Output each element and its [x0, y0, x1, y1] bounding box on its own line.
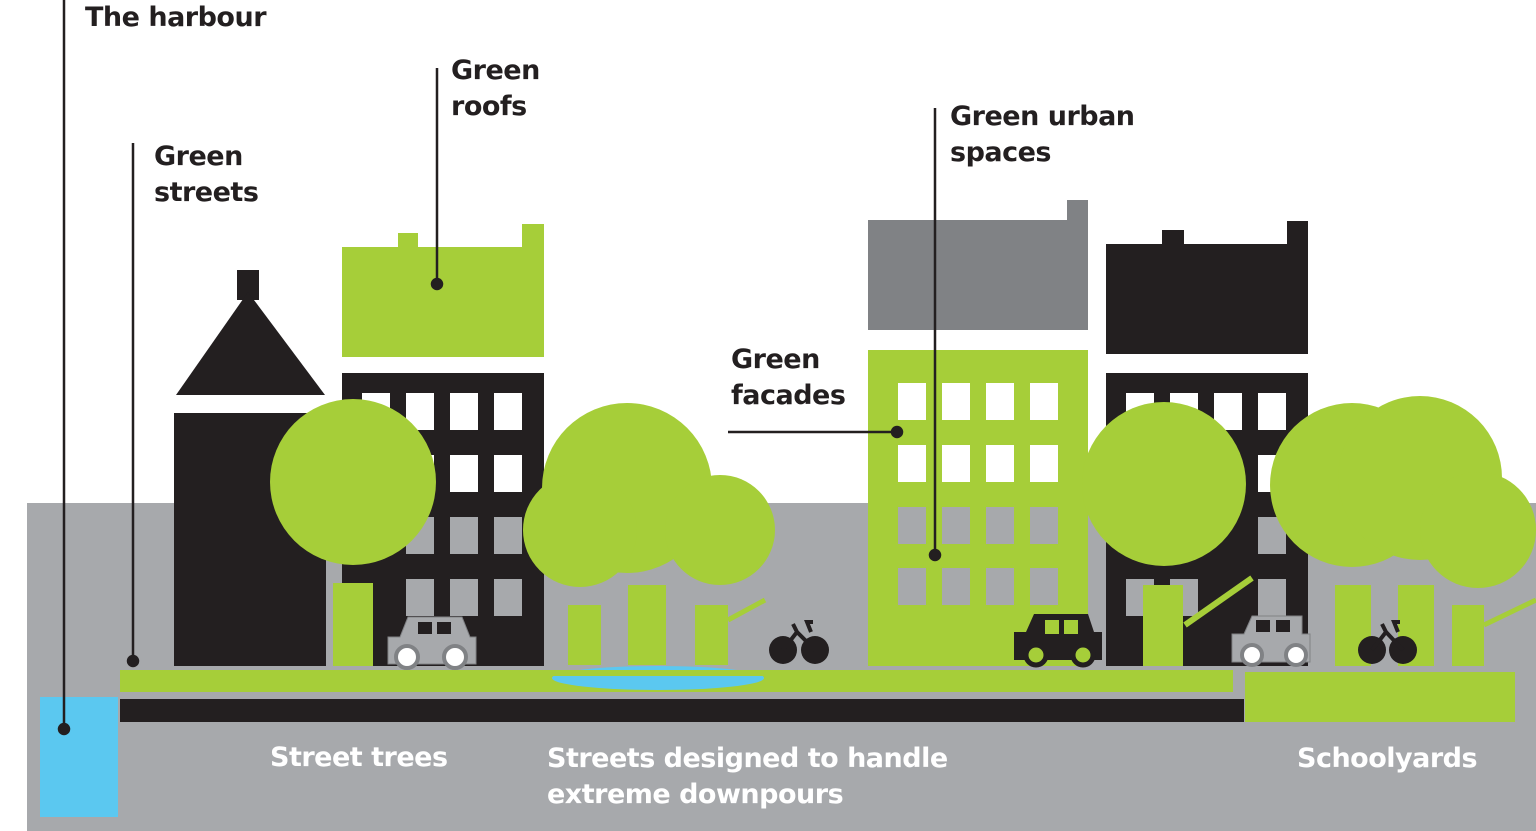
- bicycle-icon: [1358, 620, 1417, 664]
- schoolyard-area: [1245, 672, 1515, 722]
- label-line: Green: [731, 344, 820, 375]
- label-the-harbour: The harbour: [85, 2, 267, 33]
- water-pool-icon: [552, 666, 764, 690]
- label-street-trees: Street trees: [270, 742, 448, 773]
- label-line: Streets designed to handle: [547, 743, 948, 774]
- label-line: extreme downpours: [547, 779, 844, 810]
- callout-lines: [57, 0, 942, 736]
- tree-icon: [1082, 402, 1254, 666]
- car-icon: [387, 616, 477, 670]
- label-line: spaces: [950, 137, 1052, 168]
- label-schoolyards: Schoolyards: [1297, 743, 1478, 774]
- label-green-urban-spaces: Green urban spaces: [950, 99, 1135, 171]
- bicycle-icon: [769, 620, 829, 664]
- green-facade-building: [868, 200, 1088, 666]
- label-line: Green: [451, 55, 540, 86]
- label-green-streets: Green streets: [154, 139, 259, 211]
- road-strip: [120, 699, 1244, 722]
- tree-icon: [523, 403, 775, 665]
- label-green-facades: Green facades: [731, 342, 846, 414]
- tree-icon: [270, 399, 436, 666]
- label-line: roofs: [451, 91, 527, 122]
- label-green-roofs: Green roofs: [451, 53, 540, 125]
- label-line: facades: [731, 380, 846, 411]
- green-street-strip-cover: [120, 670, 1233, 676]
- label-line: streets: [154, 177, 259, 208]
- harbour-water: [40, 697, 118, 817]
- car-icon: [1231, 615, 1311, 667]
- label-streets-downpours: Streets designed to handle extreme downp…: [547, 741, 948, 813]
- car-icon: [1014, 614, 1102, 668]
- label-line: Green: [154, 141, 243, 172]
- label-line: Green urban: [950, 101, 1135, 132]
